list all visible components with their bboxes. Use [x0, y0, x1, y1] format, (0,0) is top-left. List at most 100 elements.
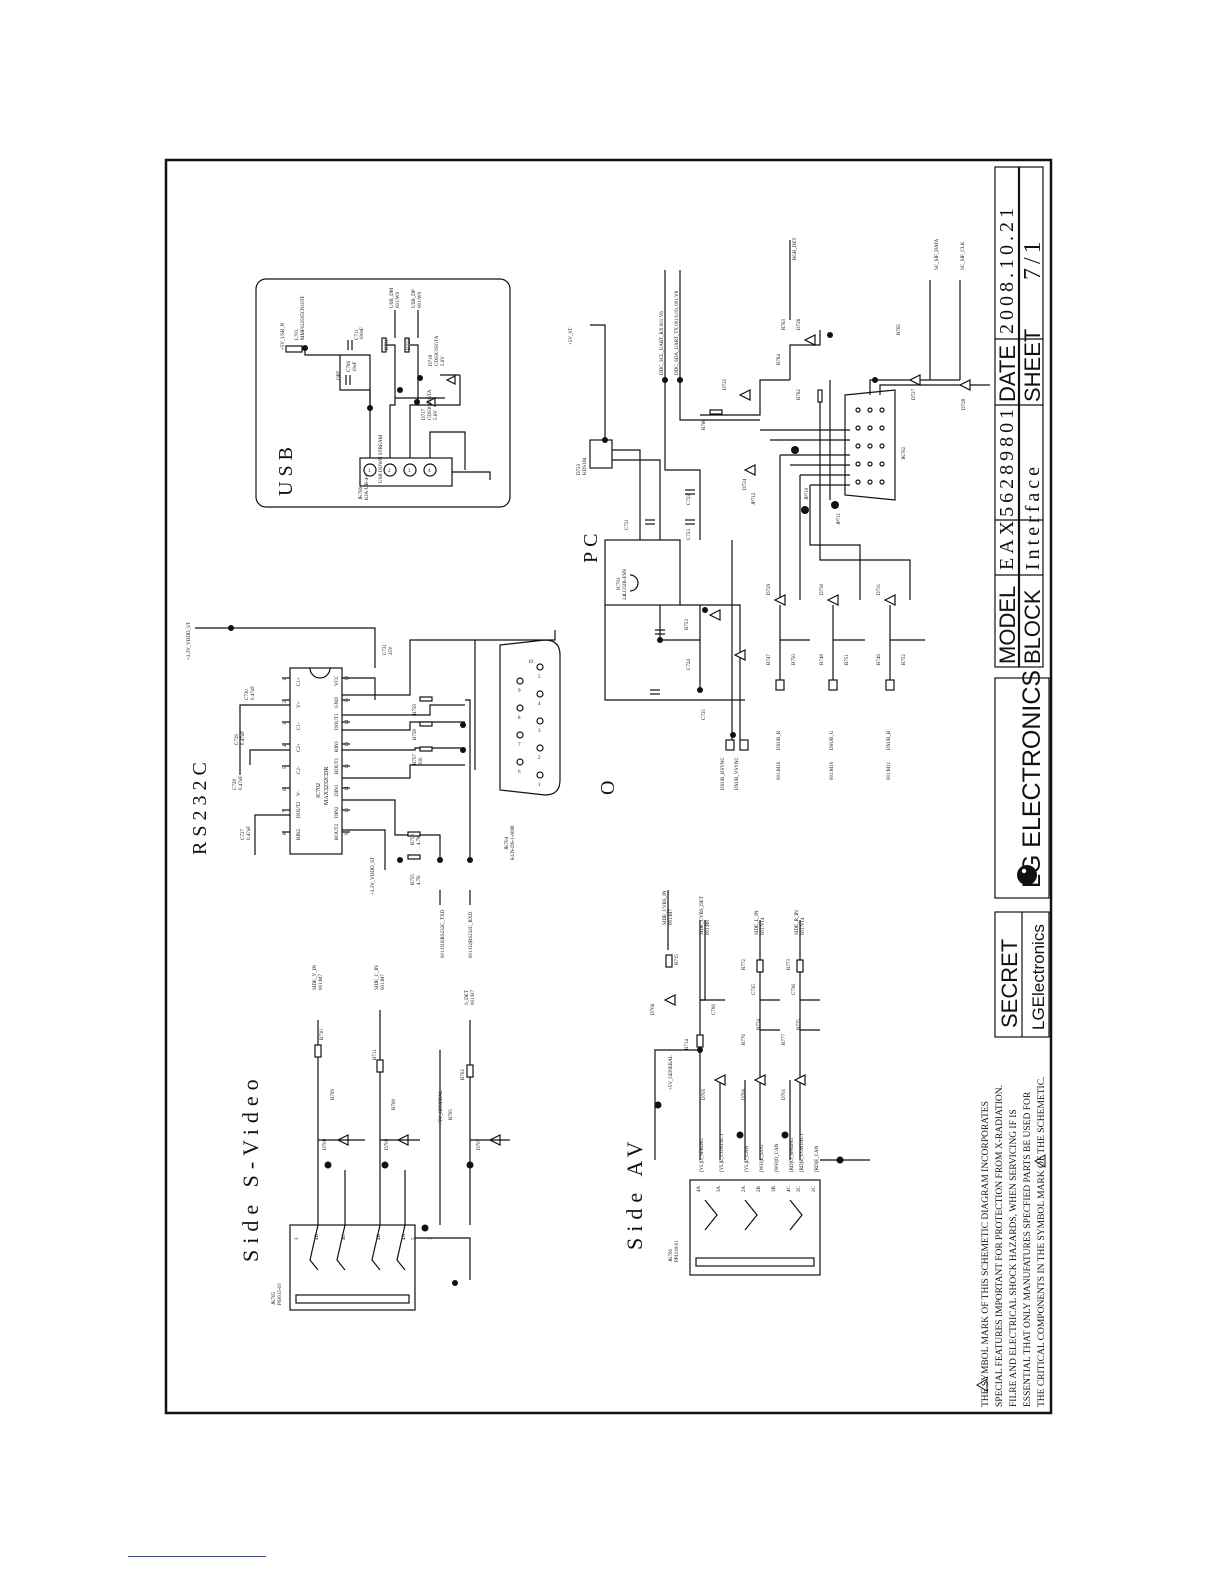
svg-text:0.47uF: 0.47uF	[241, 731, 246, 745]
ic-pin-number: 5	[283, 766, 288, 769]
svg-text:D709: D709	[385, 1138, 390, 1150]
svg-text:R760: R760	[702, 419, 707, 430]
db9-pin	[536, 690, 544, 698]
svg-text:1: 1	[368, 469, 371, 474]
ic-pin-number: 9	[345, 832, 350, 835]
svg-text:001:H7: 001:H7	[471, 990, 476, 1006]
svg-text:001:O2|RS232C_RXD: 001:O2|RS232C_RXD	[469, 912, 474, 958]
svg-text:DSUB_HSYNC: DSUB_HSYNC	[721, 757, 726, 790]
av-jack-contact	[744, 1199, 758, 1231]
svg-text:S_DET: S_DET	[465, 990, 470, 1005]
db9-pin	[536, 717, 544, 725]
ic-pin-number: 2	[283, 700, 288, 703]
svg-text:SIDE_CVBS_IN: SIDE_CVBS_IN	[663, 890, 668, 925]
ic-pin-number: 10	[345, 808, 350, 814]
av-pin-number: 3A	[717, 1186, 722, 1193]
usb-ferrite	[285, 345, 303, 353]
svg-text:DSUB_VSYNC: DSUB_VSYNC	[735, 757, 740, 790]
sheet-label: SHEET	[1020, 329, 1045, 402]
db9-pin	[516, 758, 524, 766]
svg-text:D717: D717	[422, 408, 427, 420]
db9-pin-number: 5	[538, 675, 541, 680]
ic-pin-label: C1+	[297, 677, 302, 686]
svg-text:R751: R751	[845, 654, 850, 665]
dsub-pin	[867, 461, 873, 467]
av-pin-label: [WH]O_CAN	[775, 1143, 780, 1172]
svg-text:SIDE_Y_IN: SIDE_Y_IN	[313, 965, 318, 990]
svg-text:C723: C723	[687, 529, 692, 540]
svg-text:D705: D705	[702, 1088, 707, 1100]
side-av-title: Side AV	[622, 1136, 647, 1250]
svg-text:C731: C731	[383, 644, 388, 655]
svg-text:D701: D701	[782, 1088, 787, 1100]
svg-text:L701: L701	[295, 329, 300, 340]
svg-text:MMF022505CN10TF: MMF022505CN10TF	[301, 295, 306, 340]
svg-text:DSUB_R: DSUB_R	[777, 730, 782, 750]
ic-pin-label: RIN1	[335, 740, 340, 752]
svg-text:5.6V: 5.6V	[441, 356, 446, 366]
av-pin-label: [RD]O_SPRING	[790, 1137, 795, 1172]
db9-pin	[536, 771, 544, 779]
db9-pin-number: 7	[518, 743, 521, 748]
svg-text:MAX3232CDR: MAX3232CDR	[324, 767, 330, 805]
av-pin-number: 3C	[797, 1186, 802, 1193]
svg-text:CDS3C05GTA: CDS3C05GTA	[428, 389, 433, 420]
av-pin-label: [YL]O_SPRING	[700, 1138, 705, 1172]
svg-text:C722: C722	[687, 494, 692, 505]
brand-large: LG ELECTRONICS	[1018, 670, 1046, 888]
svg-text:R732: R732	[407, 339, 412, 350]
svideo-pin-label: 3	[295, 1237, 300, 1240]
svg-text:R708: R708	[392, 1099, 397, 1110]
side-svideo-title: Side S-Video	[238, 1073, 263, 1262]
side-av-section: Side AV JK700 PPJ218-01 4A[YL]O_SPRING3A…	[622, 890, 870, 1276]
av-pin-number: 2A	[742, 1186, 747, 1193]
svideo-pin-contact	[336, 1224, 346, 1271]
safety-note: THE SYMBOL MARK OF THIS SCHEMETIC DIAGRA…	[976, 1077, 1047, 1407]
db9-pin-number: 6	[518, 770, 521, 775]
av-jack-contact	[789, 1199, 803, 1231]
svg-text:D700: D700	[742, 1088, 747, 1100]
av-pin-label: [YL]E_CONTACT	[720, 1133, 725, 1172]
svg-text:001:M7: 001:M7	[669, 909, 674, 925]
svg-text:R711: R711	[373, 1049, 378, 1060]
svg-text:DSUB_B: DSUB_B	[887, 730, 892, 750]
svg-text:D727: D727	[912, 388, 917, 400]
dsub-pin	[879, 461, 885, 467]
ic-pin-label: ROUT1	[335, 757, 340, 774]
svg-text:C729: C729	[235, 734, 240, 745]
block-value: Interface	[1022, 463, 1044, 570]
svg-text:JK704: JK704	[505, 836, 510, 850]
db9-pin-number: 2	[538, 756, 541, 761]
note-line-3: FILRE AND ELECTRICAL SHOCK HAZARDS, WHEN…	[1009, 1109, 1019, 1407]
svg-text:D728: D728	[962, 398, 967, 410]
ic-pin-label: V-	[297, 791, 302, 796]
svg-text:D726: D726	[797, 318, 802, 330]
db9-pin	[516, 677, 524, 685]
svg-text:C730: C730	[245, 689, 250, 700]
av-jack-contact	[704, 1199, 718, 1231]
svg-text:001:V14: 001:V14	[801, 917, 806, 935]
svg-text:D729: D729	[767, 583, 772, 595]
svg-text:D725: D725	[723, 378, 728, 390]
svg-text:CDS3C05GTA: CDS3C05GTA	[435, 335, 440, 366]
svg-text:SIDE_C_IN: SIDE_C_IN	[375, 965, 380, 990]
svg-text:4: 4	[428, 469, 431, 474]
svg-text:5.6V: 5.6V	[434, 410, 439, 420]
svg-text:0.47uF: 0.47uF	[239, 776, 244, 790]
svg-text:R710: R710	[320, 1029, 325, 1040]
db9-pin	[536, 744, 544, 752]
svideo-pin-contact	[371, 1224, 381, 1271]
svg-text:USB_DP: USB_DP	[412, 289, 417, 308]
footer-link-underline	[128, 1556, 266, 1557]
ic-pin-label: C2+	[297, 743, 302, 752]
svg-text:C728: C728	[233, 779, 238, 790]
ic-pin-number: 11	[345, 786, 350, 791]
svg-text:KDS184: KDS184	[583, 457, 588, 475]
av-pin-label: [RD]E_CONTACT	[800, 1133, 805, 1172]
ic-pin-number: 7	[283, 810, 288, 813]
svg-text:001:M11: 001:M11	[887, 761, 892, 780]
rs232c-ic	[289, 667, 343, 855]
av-pin-number: 2B	[757, 1186, 762, 1193]
